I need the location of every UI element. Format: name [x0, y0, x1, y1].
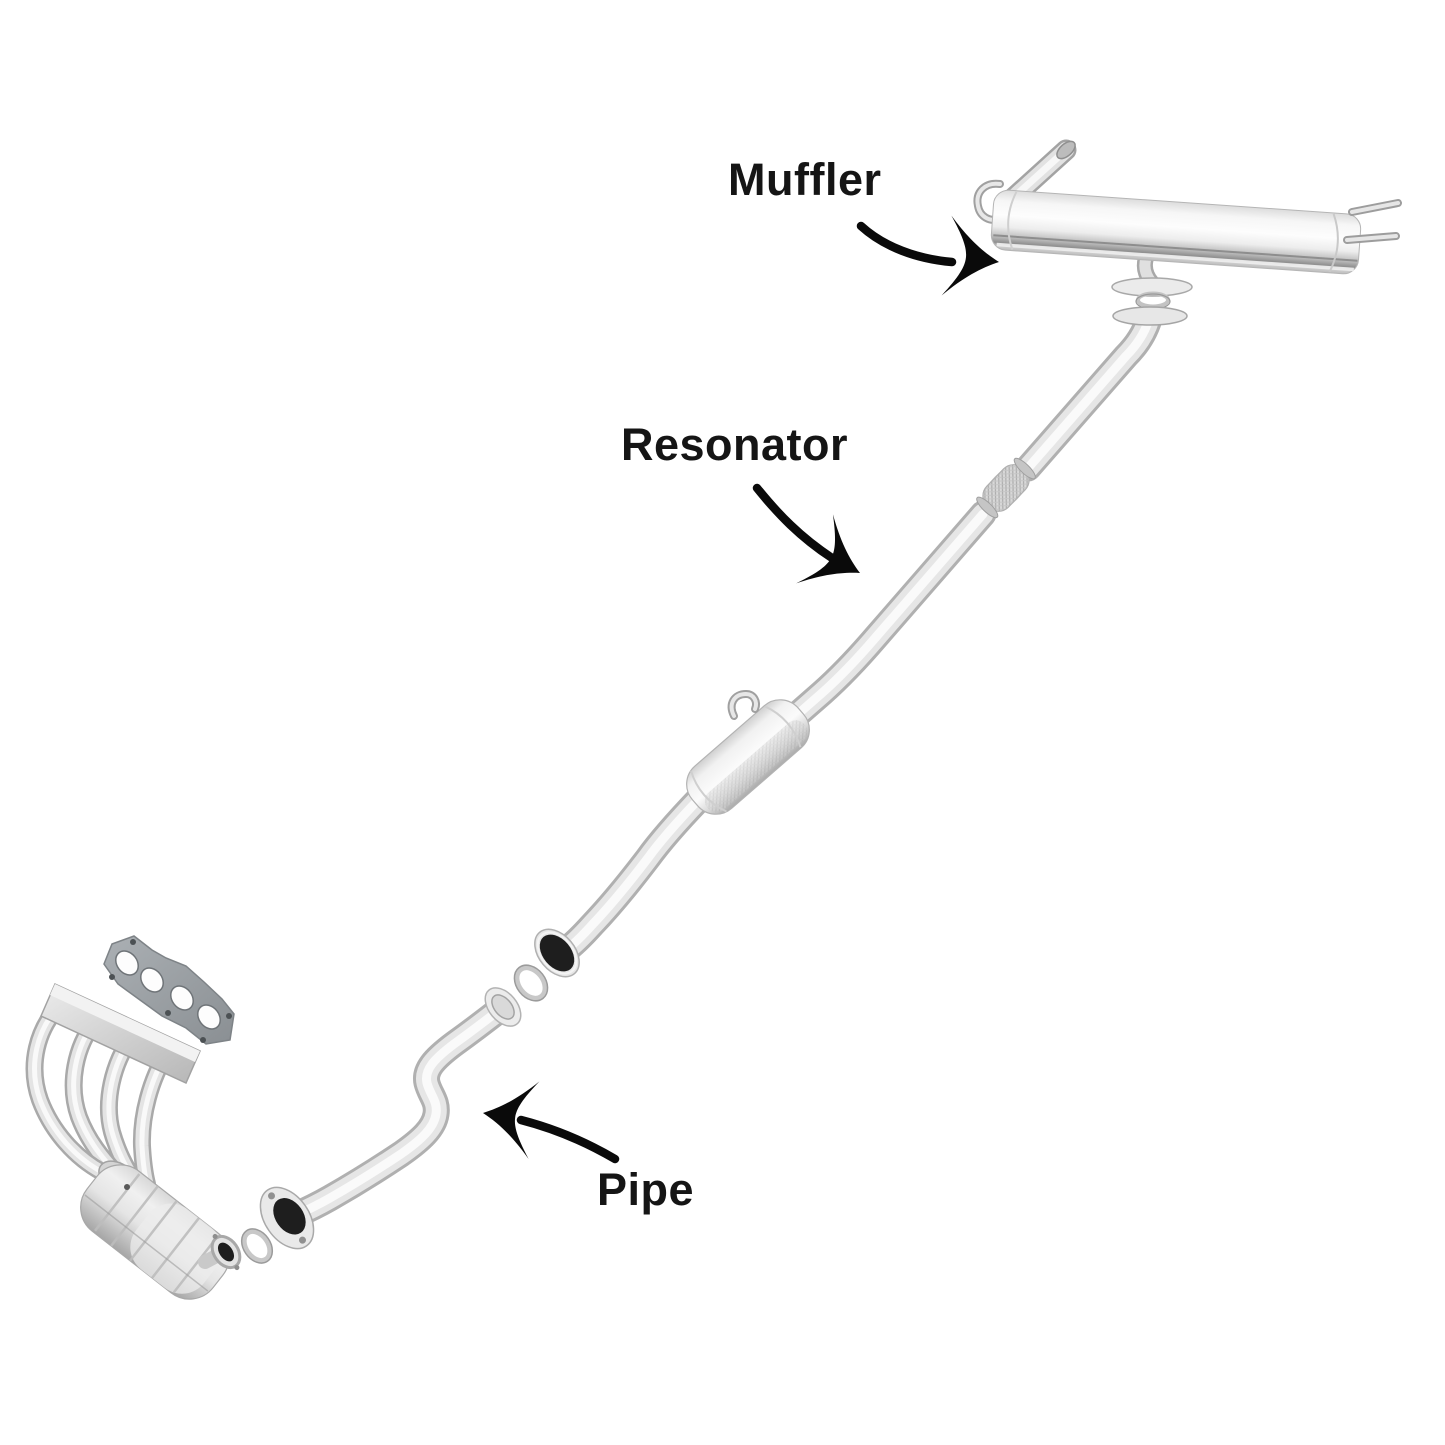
resonator-hanger-hook [727, 689, 760, 720]
muffler-arrow-icon [856, 215, 1004, 302]
pipe-top-flange [1112, 306, 1188, 326]
muffler-assembly-graphic [973, 139, 1402, 326]
resonator-pipe-mouth [534, 928, 580, 978]
resonator-arrow-icon [752, 483, 879, 608]
cat-outlet-flange [210, 1233, 242, 1271]
front-pipe-flange [259, 1186, 315, 1250]
front-pipe-graphic [259, 987, 522, 1250]
muffler-hanger-rods-right [1343, 199, 1402, 244]
manifold-flange-plate [40, 982, 201, 1085]
muffler-inlet-joint [1111, 250, 1193, 326]
front-oring-gasket [240, 1228, 274, 1264]
manifold-gasket-graphic [103, 935, 235, 1045]
muffler-label: Muffler [728, 154, 882, 205]
flex-coupling-graphic [976, 457, 1036, 519]
gasket-bolt-holes [109, 939, 232, 1043]
muffler-hanger-hook-left [973, 179, 1004, 224]
pipe-arrow-icon [477, 1074, 620, 1164]
mid-joint-oring-gasket [513, 964, 549, 1002]
gasket-ports [115, 950, 221, 1030]
muffler-inlet-flange [1111, 277, 1193, 297]
resonator-pipe-assembly [534, 319, 1149, 978]
catalytic-converter-graphic [80, 1164, 242, 1300]
resonator-label: Resonator [621, 419, 849, 470]
front-pipe-flare-top [484, 987, 522, 1027]
muffler-body-graphic [990, 189, 1362, 275]
tailpipe-graphic [1001, 139, 1077, 210]
resonator-body-graphic [686, 699, 810, 815]
cat-bracket-bolt [124, 1184, 130, 1190]
pipe-label: Pipe [597, 1164, 695, 1215]
